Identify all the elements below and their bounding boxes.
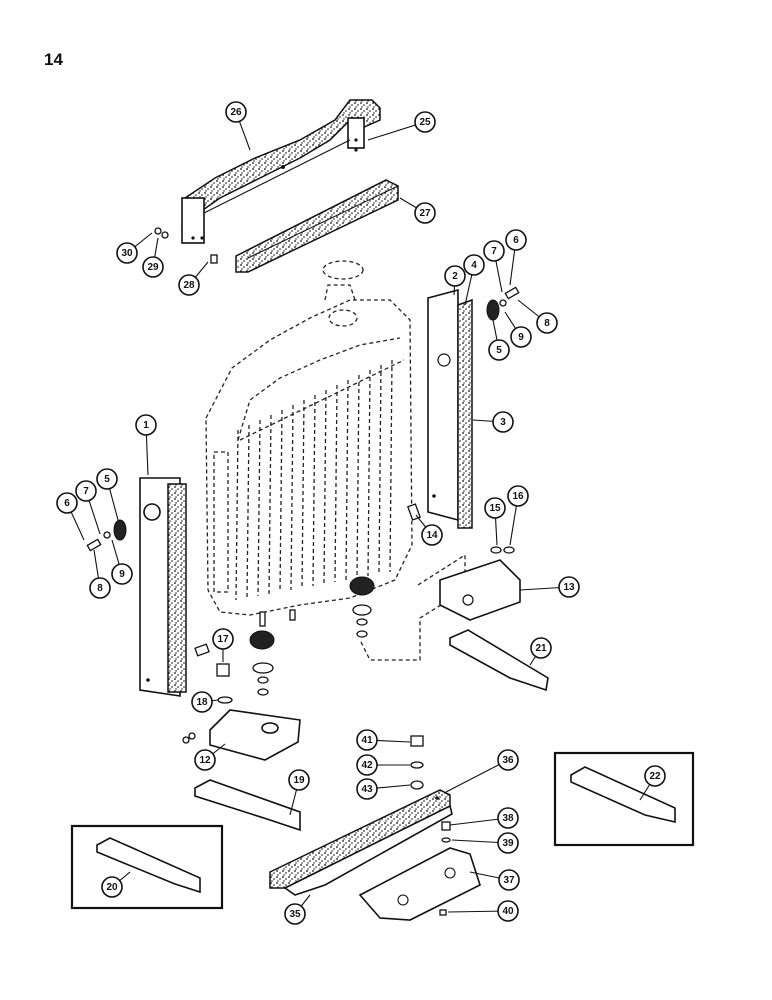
callout-label: 28	[183, 280, 195, 291]
callout-26: 26	[225, 101, 251, 151]
callout-6: 6	[505, 229, 527, 286]
callout-29: 29	[142, 237, 164, 278]
callout-39: 39	[451, 832, 519, 854]
bottom-cover-plate	[358, 847, 481, 921]
callout-4: 4	[463, 254, 485, 306]
callout-21: 21	[529, 637, 552, 666]
bottom-cross-member	[269, 789, 453, 896]
callout-label: 16	[512, 491, 524, 502]
callout-label: 8	[544, 318, 550, 329]
callout-25: 25	[367, 111, 436, 141]
callout-41: 41	[356, 729, 411, 751]
callout-40: 40	[447, 900, 519, 922]
callout-label: 8	[97, 583, 103, 594]
callout-label: 20	[106, 882, 118, 893]
callout-36: 36	[445, 749, 519, 793]
callout-label: 39	[502, 838, 514, 849]
callout-14: 14	[415, 514, 443, 546]
callout-30: 30	[116, 232, 153, 264]
callout-label: 5	[104, 474, 110, 485]
callout-28: 28	[178, 261, 209, 296]
callout-42: 42	[356, 754, 410, 776]
callout-17: 17	[212, 628, 234, 662]
callout-label: 18	[196, 697, 208, 708]
page-number: 14	[44, 50, 63, 69]
callout-label: 43	[361, 784, 373, 795]
callout-label: 25	[419, 117, 431, 128]
callout-label: 41	[361, 735, 373, 746]
callout-label: 2	[452, 271, 458, 282]
left-shim	[194, 779, 301, 832]
callout-label: 1	[143, 420, 149, 431]
callout-13: 13	[519, 576, 580, 598]
callout-19: 19	[288, 769, 310, 816]
callout-label: 26	[230, 107, 242, 118]
callout-18: 18	[191, 691, 219, 713]
callout-label: 17	[217, 634, 229, 645]
left-side-baffle	[139, 477, 187, 697]
callout-35: 35	[284, 894, 311, 925]
callout-9: 9	[111, 539, 133, 585]
callout-3: 3	[472, 411, 514, 433]
callout-label: 42	[361, 760, 373, 771]
callout-43: 43	[356, 778, 411, 800]
right-mount-bracket	[439, 559, 521, 621]
callout-16: 16	[507, 485, 529, 546]
callout-label: 36	[502, 755, 514, 766]
right-side-baffle	[427, 288, 473, 529]
seal-strip	[235, 179, 399, 273]
callout-label: 7	[491, 246, 497, 257]
callout-label: 30	[121, 248, 133, 259]
callout-label: 6	[513, 235, 519, 246]
callout-label: 13	[563, 582, 575, 593]
callout-8: 8	[517, 299, 558, 334]
callout-label: 21	[535, 643, 547, 654]
callout-label: 7	[83, 486, 89, 497]
callout-label: 9	[518, 332, 524, 343]
callout-5: 5	[488, 319, 510, 361]
callout-22: 22	[639, 765, 666, 801]
callout-12: 12	[194, 743, 226, 771]
right-shim	[449, 629, 549, 692]
callout-20: 20	[101, 871, 131, 898]
callout-label: 12	[199, 755, 211, 766]
callout-label: 15	[489, 503, 501, 514]
callout-38: 38	[449, 807, 519, 829]
callout-label: 22	[649, 771, 661, 782]
callout-6: 6	[56, 492, 85, 541]
callout-label: 37	[503, 875, 515, 886]
top-support-bar	[181, 99, 381, 244]
callout-37: 37	[469, 869, 520, 891]
callout-1: 1	[135, 414, 157, 476]
callout-label: 40	[502, 906, 514, 917]
callout-label: 4	[471, 260, 477, 271]
callout-label: 19	[293, 775, 305, 786]
callout-2: 2	[444, 265, 466, 296]
callout-7: 7	[75, 480, 101, 535]
callout-15: 15	[484, 497, 506, 546]
callout-8: 8	[89, 549, 111, 599]
callout-label: 5	[496, 345, 502, 356]
callout-7: 7	[483, 240, 505, 293]
callout-5: 5	[96, 468, 119, 521]
callout-label: 3	[500, 417, 506, 428]
callout-27: 27	[399, 197, 436, 224]
callout-9: 9	[504, 311, 532, 348]
callout-label: 38	[502, 813, 514, 824]
callout-label: 6	[64, 498, 70, 509]
left-mount-bracket	[209, 709, 301, 761]
callout-label: 35	[289, 909, 301, 920]
callout-label: 14	[426, 530, 438, 541]
callout-label: 29	[147, 262, 159, 273]
callout-label: 9	[119, 569, 125, 580]
callout-label: 27	[419, 208, 431, 219]
radiator-core	[205, 284, 466, 661]
